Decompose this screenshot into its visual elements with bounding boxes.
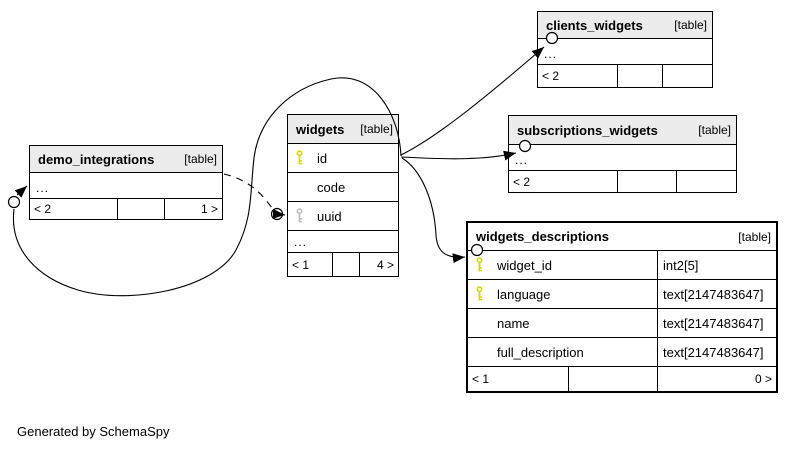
column-name: code: [317, 179, 346, 195]
column-type: text[2147483647]: [657, 280, 776, 308]
table-header[interactable]: clients_widgets [table]: [538, 12, 712, 39]
footer-mid-cell: [618, 171, 677, 192]
footer-mid-cell: [118, 199, 165, 219]
column-row-language: language text[2147483647]: [468, 280, 776, 309]
primary-key-icon: [475, 257, 484, 273]
generated-by-note: Generated by SchemaSpy: [17, 424, 170, 439]
fk-endpoint-circle: [270, 207, 284, 221]
table-widgets[interactable]: widgets [table] id: [287, 114, 399, 277]
footer-parents-count: < 1: [288, 253, 333, 276]
footer-children-count: [677, 171, 736, 192]
footer-parents-count: < 2: [30, 199, 118, 219]
column-row-full-description: full_description text[2147483647]: [468, 338, 776, 367]
table-name: widgets: [296, 121, 345, 137]
column-name: widget_id: [497, 257, 552, 273]
unique-key-icon: [295, 208, 304, 224]
table-name: demo_integrations: [38, 151, 155, 167]
column-row-widget-id: widget_id int2[5]: [468, 251, 776, 280]
column-type: text[2147483647]: [657, 309, 776, 337]
table-tag: [table]: [184, 152, 217, 166]
table-footer: < 2: [509, 171, 736, 192]
footer-mid-cell: [618, 65, 663, 87]
column-row-uuid: uuid: [288, 202, 398, 231]
column-type: int2[5]: [657, 251, 776, 279]
footer-parents-count: < 1: [468, 367, 569, 391]
table-footer: < 1 4 >: [288, 253, 398, 276]
primary-key-icon: [295, 150, 304, 166]
table-tag: [table]: [698, 123, 731, 137]
column-name: uuid: [317, 208, 342, 224]
footer-parents-count: < 2: [509, 171, 618, 192]
column-type: text[2147483647]: [657, 338, 776, 366]
column-row-id: id: [288, 144, 398, 173]
column-name: id: [317, 150, 328, 166]
table-name: widgets_descriptions: [476, 229, 609, 244]
table-footer: < 1 0 >: [468, 367, 776, 391]
edge-implied-demo-widgets-uuid: [223, 173, 286, 221]
footer-children-count: 0 >: [754, 372, 772, 386]
primary-key-icon: [475, 286, 484, 302]
hidden-columns-ellipsis: ...: [288, 231, 398, 253]
footer-children-count: [663, 65, 712, 87]
footer-mid-cell: [333, 253, 360, 276]
table-tag: [table]: [738, 229, 771, 244]
footer-parents-count: < 2: [538, 65, 618, 87]
table-footer: < 2 1 >: [30, 199, 222, 219]
column-row-code: code: [288, 173, 398, 202]
table-tag: [table]: [674, 18, 707, 32]
footer-mid-cell: [569, 367, 658, 391]
table-name: clients_widgets: [546, 17, 643, 33]
table-header[interactable]: widgets_descriptions [table]: [468, 223, 776, 251]
column-row-name: name text[2147483647]: [468, 309, 776, 338]
table-header[interactable]: subscriptions_widgets [table]: [509, 116, 736, 145]
footer-children-count: 1 >: [200, 202, 218, 216]
column-name: name: [497, 315, 530, 331]
table-demo-integrations[interactable]: demo_integrations [table] ... < 2 1 >: [29, 145, 223, 220]
table-tag: [table]: [360, 122, 393, 136]
table-header[interactable]: demo_integrations [table]: [30, 146, 222, 173]
hidden-columns-ellipsis: ...: [509, 145, 736, 171]
column-name: language: [497, 286, 551, 302]
table-clients-widgets[interactable]: clients_widgets [table] ... < 2: [537, 11, 713, 88]
hidden-columns-ellipsis: ...: [30, 173, 222, 199]
table-subscriptions-widgets[interactable]: subscriptions_widgets [table] ... < 2: [508, 115, 737, 193]
table-name: subscriptions_widgets: [517, 122, 658, 138]
table-footer: < 2: [538, 65, 712, 87]
table-widgets-descriptions[interactable]: widgets_descriptions [table] widget_id i…: [466, 221, 778, 393]
fk-endpoint-circle: [7, 195, 21, 209]
table-header[interactable]: widgets [table]: [288, 115, 398, 144]
column-name: full_description: [497, 344, 584, 360]
hidden-columns-ellipsis: ...: [538, 39, 712, 65]
footer-children-count: 4 >: [376, 257, 394, 272]
